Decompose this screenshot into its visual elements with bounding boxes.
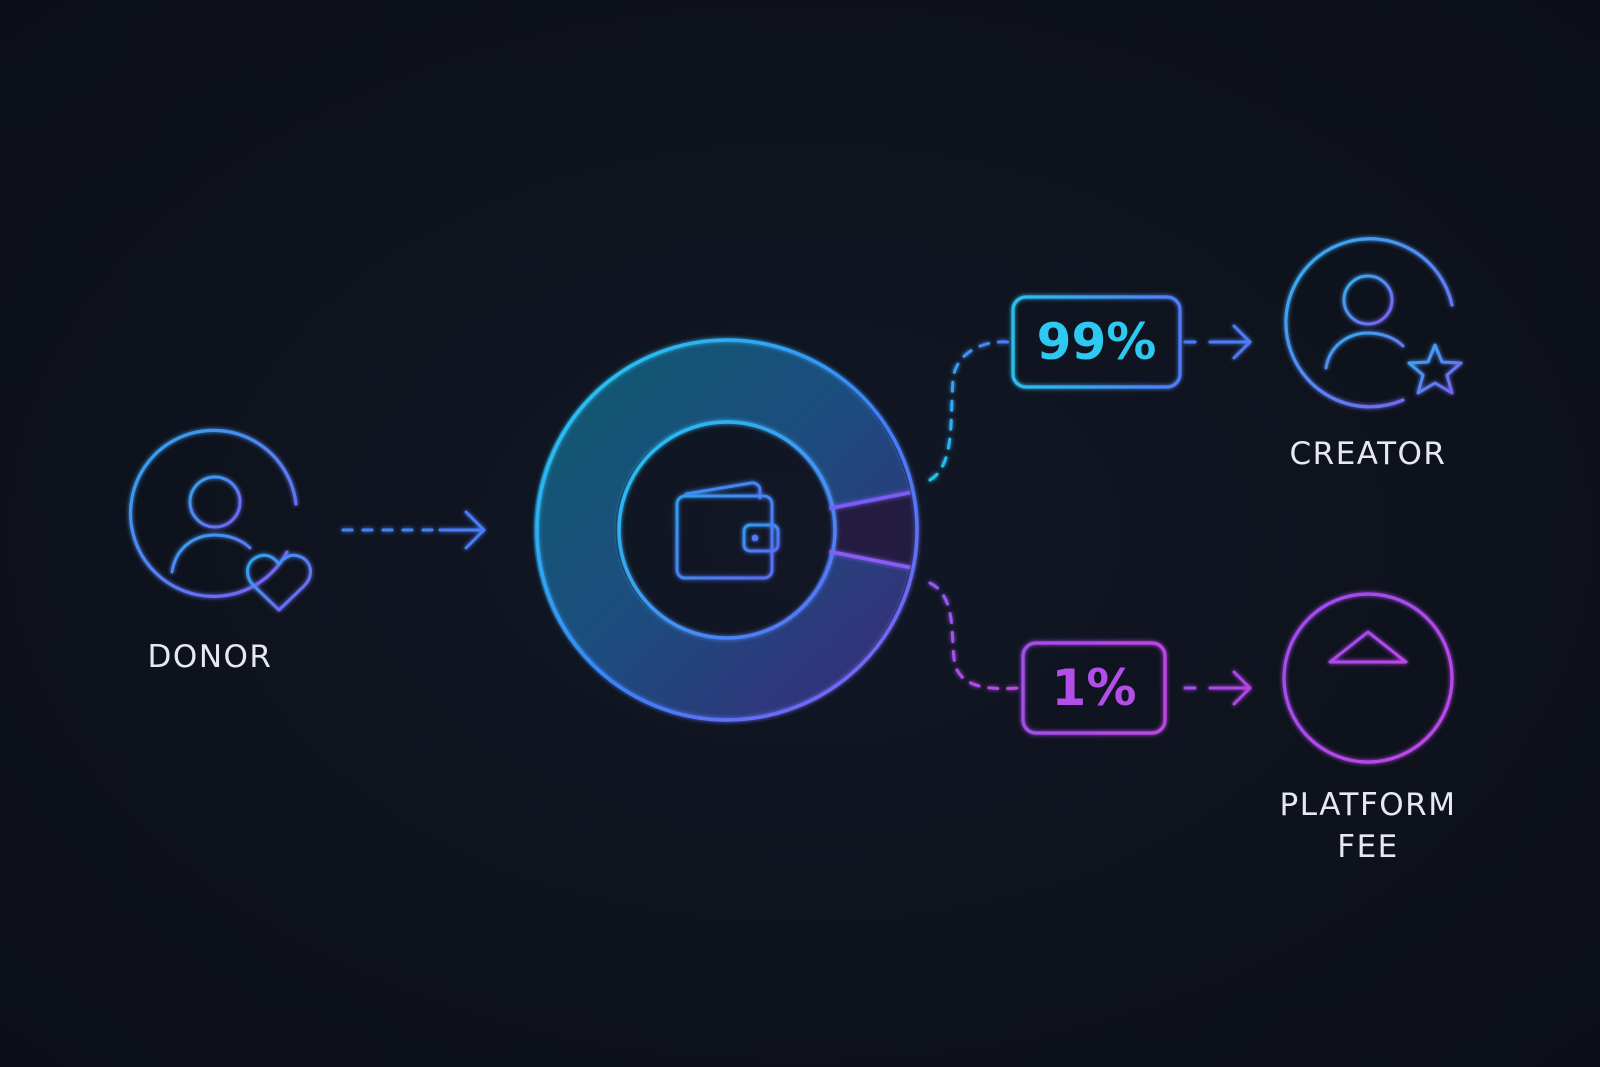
platform-fee-label-line1: PLATFORM [1279,787,1457,823]
platform-fee-node [1282,592,1454,764]
donut-main-segment [533,340,910,721]
share-to-fee-arrow [1183,670,1252,706]
donut-inner-ring [617,420,837,640]
fee-share-box [1021,641,1167,735]
donor-circle [128,428,298,598]
donut-fee-segment [829,492,914,568]
creator-circle [1284,237,1454,409]
fee-share-text: 1% [1051,659,1137,717]
creator-branch [928,340,1010,482]
creator-label: CREATOR [1289,436,1447,472]
user-heart-icon [170,475,312,612]
donut-divider-top [829,490,911,511]
platform-fee-circle [1282,592,1454,764]
wallet-icon [675,481,780,580]
user-star-icon [1324,274,1463,395]
creator-share-box [1011,295,1182,389]
share-to-creator-arrow [1183,324,1252,360]
fee-branch [928,581,1020,691]
bank-icon [1326,630,1410,716]
donut-divider-bottom [829,549,911,570]
wallet-donut [533,338,919,722]
donor-to-wallet-arrow [341,510,486,550]
donor-label: DONOR [147,639,273,675]
donor-node [128,428,312,612]
creator-node [1284,237,1463,409]
creator-share-text: 99% [1036,313,1157,371]
donut-outer-ring [535,338,919,722]
platform-fee-label-line2: FEE [1337,829,1399,865]
